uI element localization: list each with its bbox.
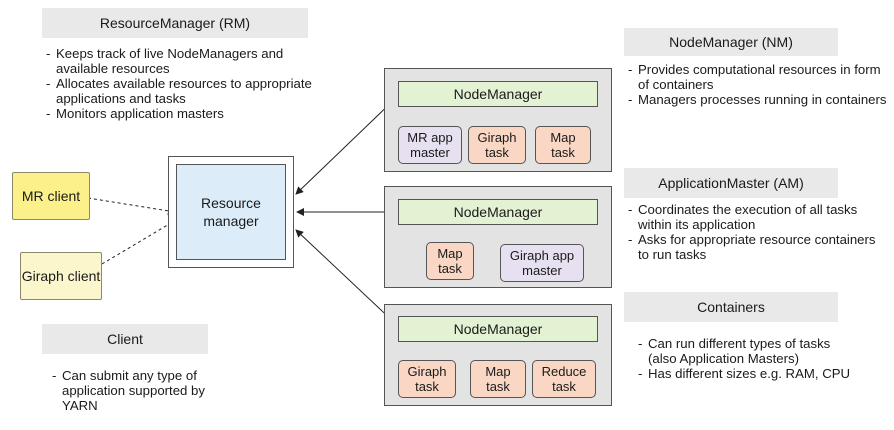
resource-manager-box: Resource manager [176, 164, 286, 260]
client-title: Client [42, 324, 208, 354]
node3-rm-arrow [295, 229, 399, 327]
bullet-item: -Managers processes running in container… [628, 92, 887, 107]
map-task-container: Map task [470, 360, 526, 398]
containers-bullets: -Can run different types of tasks (also … [638, 336, 858, 381]
bullet-item: -Keeps track of live NodeManagers and av… [46, 46, 316, 76]
application-master-title: ApplicationMaster (AM) [624, 168, 838, 198]
giraph-client-arrow [101, 219, 177, 265]
bullet-text: Keeps track of live NodeManagers and ava… [56, 46, 284, 76]
bullet-item: -Can run different types of tasks (also … [638, 336, 858, 366]
node-manager-box: NodeManager [398, 316, 598, 342]
giraph-client-box: Giraph client [20, 252, 102, 300]
bullet-item: -Has different sizes e.g. RAM, CPU [638, 366, 851, 381]
mr-app-master-container: MR app master [398, 126, 462, 164]
task-label: Giraph task [407, 364, 447, 394]
task-label: Map task [485, 364, 511, 394]
bullet-text: Can submit any type of application suppo… [62, 368, 205, 413]
giraph-task-container: Giraph task [468, 126, 526, 164]
bullet-item: -Monitors application masters [46, 106, 224, 121]
giraph-task-container: Giraph task [398, 360, 456, 398]
node-manager-bullets: -Provides computational resources in for… [628, 62, 890, 107]
resource-manager-bullets: -Keeps track of live NodeManagers and av… [46, 46, 316, 121]
task-label: Map task [550, 130, 576, 160]
bullet-text: Asks for appropriate resource containers… [638, 232, 876, 262]
containers-title: Containers [624, 292, 838, 322]
task-label: Map task [437, 246, 463, 276]
application-master-bullets: -Coordinates the execution of all tasks … [628, 202, 890, 262]
task-label: MR app master [407, 130, 453, 160]
bullet-text: Managers processes running in containers [638, 92, 887, 107]
bullet-item: -Coordinates the execution of all tasks … [628, 202, 890, 232]
bullet-item: -Allocates available resources to approp… [46, 76, 316, 106]
bullet-text: Has different sizes e.g. RAM, CPU [648, 366, 851, 381]
bullet-text: Allocates available resources to appropr… [56, 76, 312, 106]
task-label: Giraph task [477, 130, 517, 160]
giraph-app-master-container: Giraph app master [500, 244, 584, 282]
client-bullets: -Can submit any type of application supp… [52, 368, 232, 413]
resource-manager-title: ResourceManager (RM) [42, 8, 308, 38]
resource-manager-label: Resource manager [201, 195, 261, 229]
bullet-text: Can run different types of tasks (also A… [648, 336, 831, 366]
node1-rm-arrow [295, 95, 399, 195]
mr-client-box: MR client [12, 172, 90, 220]
bullet-text: Monitors application masters [56, 106, 224, 121]
bullet-item: -Asks for appropriate resource container… [628, 232, 890, 262]
node-manager-title: NodeManager (NM) [624, 28, 838, 56]
bullet-item: -Can submit any type of application supp… [52, 368, 232, 413]
map-task-container: Map task [426, 242, 474, 280]
task-label: Giraph app master [509, 248, 575, 278]
bullet-text: Provides computational resources in form… [638, 62, 881, 92]
task-label: Reduce task [541, 364, 587, 394]
node-manager-box: NodeManager [398, 81, 598, 107]
map-task-container: Map task [535, 126, 591, 164]
node-manager-box: NodeManager [398, 199, 598, 225]
reduce-task-container: Reduce task [532, 360, 596, 398]
bullet-item: -Provides computational resources in for… [628, 62, 890, 92]
mr-client-arrow [87, 197, 176, 215]
bullet-text: Coordinates the execution of all tasks w… [638, 202, 858, 232]
